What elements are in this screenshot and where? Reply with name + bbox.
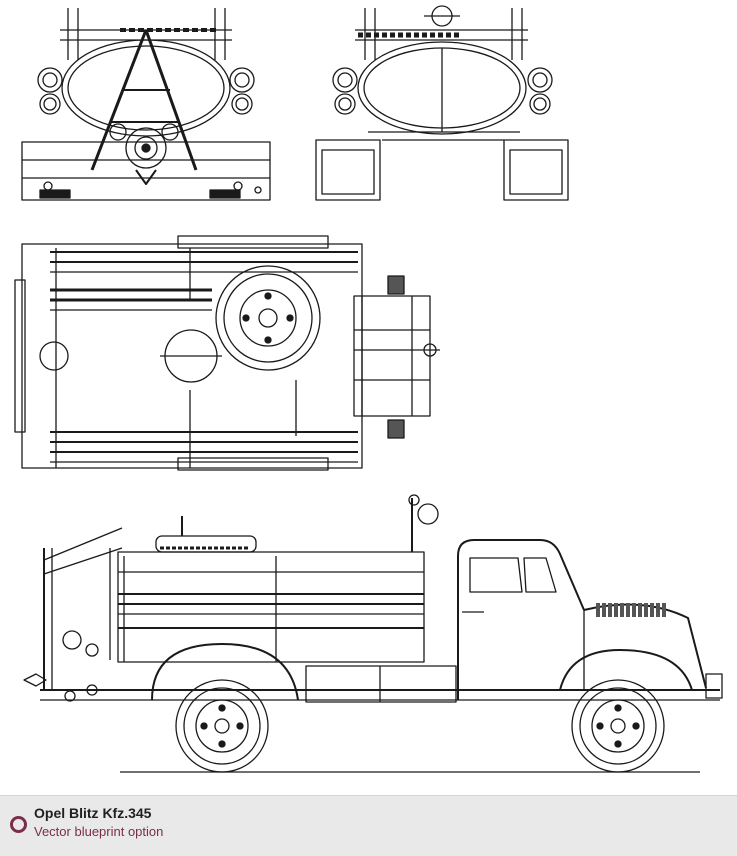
rear-view bbox=[21, 8, 271, 201]
caption-title: Opel Blitz Kfz.345 bbox=[34, 805, 152, 821]
front-view bbox=[315, 5, 569, 201]
top-view bbox=[14, 235, 440, 471]
side-view bbox=[23, 494, 723, 773]
blueprint-drawing bbox=[14, 5, 723, 773]
ring-bullet-icon bbox=[10, 816, 27, 833]
caption-subtitle: Vector blueprint option bbox=[34, 824, 164, 839]
caption-bar: Opel Blitz Kfz.345 Vector blueprint opti… bbox=[0, 795, 737, 856]
